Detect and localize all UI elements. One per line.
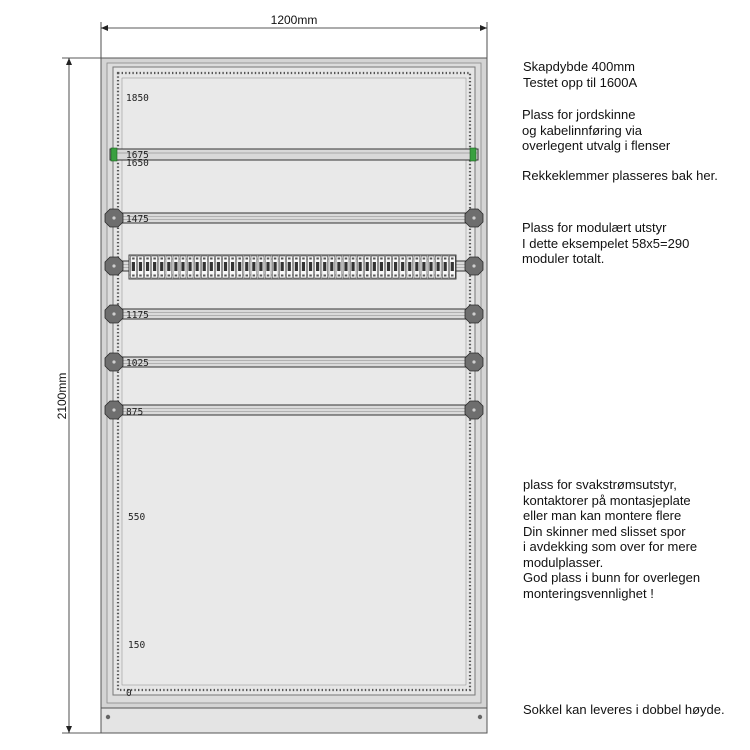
din-rail [104, 352, 484, 372]
width-label: 1200mm [271, 13, 318, 27]
modular-device [144, 255, 151, 279]
modular-device [328, 255, 336, 279]
modular-device [165, 255, 173, 279]
modular-device [307, 255, 314, 279]
mark-1650: 1650 [126, 158, 149, 169]
width-dimension: 1200mm [100, 13, 488, 58]
rail-clamp-left [104, 208, 124, 228]
earth-bar [109, 147, 479, 162]
modular-device [279, 255, 286, 279]
mark-1675: 1675 [126, 150, 149, 161]
rail-clamp-right [464, 400, 484, 420]
rail-clamp-left [104, 400, 124, 420]
modular-device [364, 255, 371, 279]
modular-device [449, 255, 456, 279]
note-earth-bar: Plass for jordskinne og kabelinnføring v… [522, 107, 671, 153]
modular-device [385, 255, 392, 279]
modular-device [442, 255, 449, 279]
modular-device [300, 255, 307, 279]
modular-device-row [128, 254, 457, 280]
modular-device [215, 255, 222, 279]
note-low-current: plass for svakstrømsutstyr, kontaktorer … [523, 477, 701, 601]
modular-device [158, 255, 165, 279]
rail-clamp-left [104, 304, 124, 324]
note-plinth: Sokkel kan leveres i dobbel høyde. [523, 702, 725, 717]
rail-clamp-right [464, 256, 484, 276]
modular-device [172, 255, 180, 279]
mark-150: 150 [128, 640, 145, 651]
modular-device [321, 255, 328, 279]
height-label: 2100mm [55, 373, 69, 420]
modular-device [378, 255, 385, 279]
note-modular: Plass for modulært utstyr I dette eksemp… [522, 220, 690, 266]
mark-1175: 1175 [126, 310, 149, 321]
modular-device [264, 255, 272, 279]
plinth-screw-right [477, 714, 483, 720]
modular-device [179, 255, 187, 279]
modular-device [413, 255, 421, 279]
mark-1025: 1025 [126, 358, 149, 369]
modular-device [434, 255, 442, 279]
cabinet-body [100, 57, 488, 709]
modular-device [194, 255, 201, 279]
rail-clamp-left [104, 256, 124, 276]
rail-clamp-right [464, 352, 484, 372]
rail-clamp-right [464, 304, 484, 324]
height-dimension: 2100mm [55, 57, 101, 734]
mark-875: 875 [126, 407, 143, 418]
modular-device [399, 255, 406, 279]
modular-device [342, 255, 350, 279]
mark-1850: 1850 [126, 93, 149, 104]
modular-device [286, 255, 293, 279]
modular-device [392, 255, 399, 279]
modular-device [130, 255, 137, 279]
modular-device [420, 255, 428, 279]
rail-clamp-left [104, 352, 124, 372]
modular-device [151, 255, 158, 279]
modular-device [208, 255, 215, 279]
modular-device [406, 255, 414, 279]
rail-clamp-right [464, 208, 484, 228]
modular-device [371, 255, 378, 279]
modular-device [186, 255, 194, 279]
din-rail [104, 400, 484, 420]
din-rail [104, 208, 484, 228]
modular-device [137, 255, 144, 279]
modular-device [201, 255, 208, 279]
modular-device [314, 255, 321, 279]
plinth [100, 707, 488, 734]
modular-device [250, 255, 258, 279]
din-rail [104, 304, 484, 324]
mark-0: 0 [126, 688, 132, 699]
modular-device [357, 255, 364, 279]
modular-device [271, 255, 279, 279]
mark-1475: 1475 [126, 214, 149, 225]
plinth-screw-left [105, 714, 111, 720]
modular-device [236, 255, 243, 279]
modular-device [222, 255, 229, 279]
mark-550: 550 [128, 512, 145, 523]
modular-device [349, 255, 357, 279]
note-depth-test: Skapdybde 400mm Testet opp til 1600A [523, 59, 638, 90]
modular-device [257, 255, 265, 279]
modular-device [243, 255, 251, 279]
modular-device [427, 255, 435, 279]
height-marks: 1850 1675 1650 1475 1175 1025 875 550 15… [126, 93, 149, 699]
note-terminals: Rekkeklemmer plasseres bak her. [522, 168, 718, 183]
modular-device [229, 255, 236, 279]
modular-device [293, 255, 300, 279]
modular-device [335, 255, 343, 279]
